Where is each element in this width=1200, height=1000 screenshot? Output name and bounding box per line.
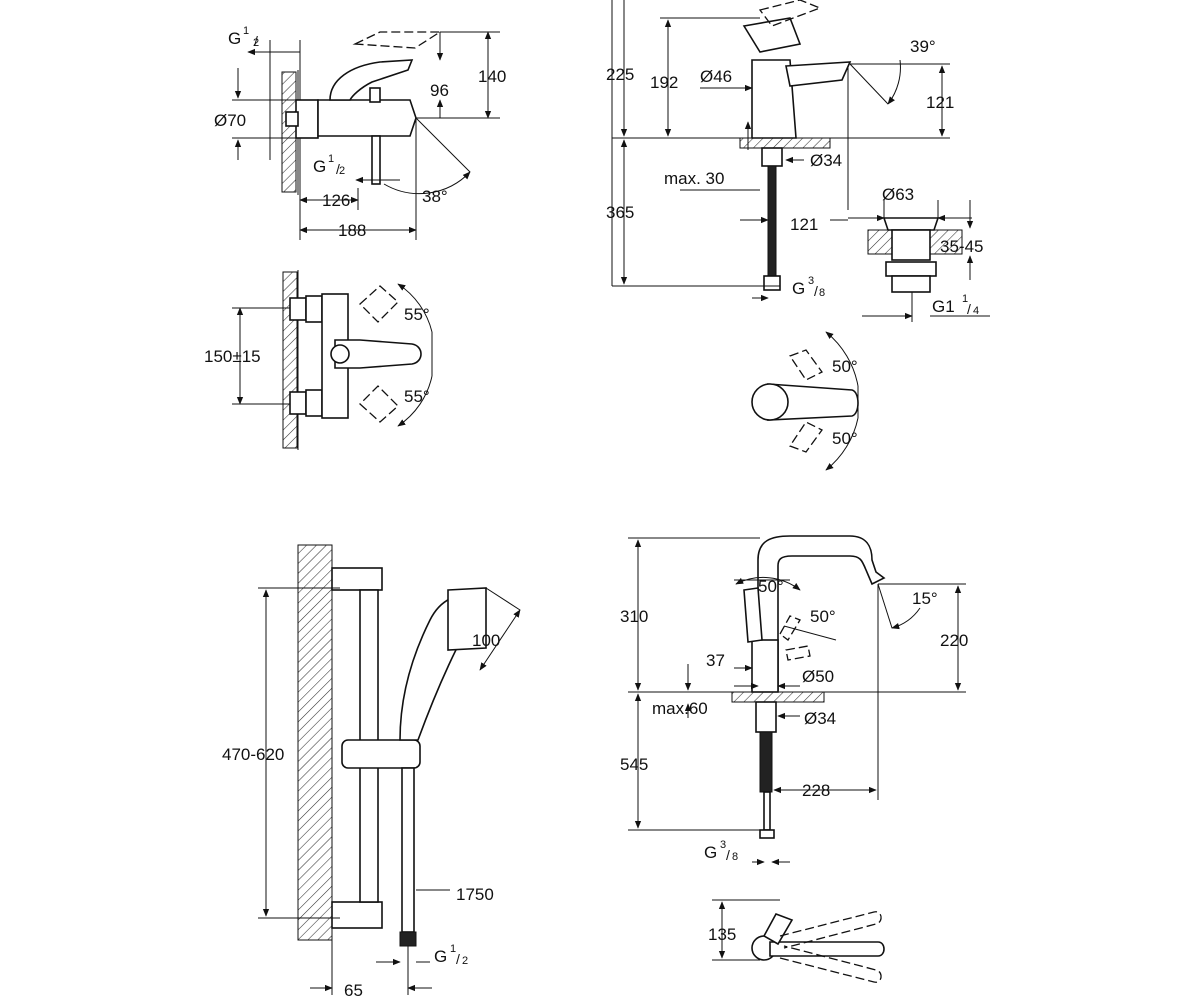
dim-spout-height: 121: [926, 93, 954, 112]
svg-text:/: /: [726, 847, 730, 863]
kitchen-hose: [759, 731, 773, 793]
dim-rail-range: 470-620: [222, 745, 284, 764]
svg-text:/: /: [967, 301, 971, 317]
thread-label-main: G: [228, 29, 241, 48]
dim-body-diameter: Ø46: [700, 67, 732, 86]
thread-label-sup: 1: [962, 293, 968, 305]
kitchen-mixer-top-view: 135: [708, 899, 885, 983]
basin-waste: Ø63 35-45 G1 1 4 /: [848, 185, 990, 322]
rail-bracket-bottom: [331, 901, 383, 929]
dim-spout: 96: [430, 81, 449, 100]
kitchen-mixer: 310 50° 50° 15° 220 37 Ø50 max.60 Ø34 54…: [620, 535, 968, 866]
thread-label-sub: 4: [973, 305, 979, 317]
dim-depth-total: 188: [338, 221, 366, 240]
dim-base-diameter: Ø50: [802, 667, 834, 686]
dim-total-height: 310: [620, 607, 648, 626]
slider: [341, 739, 421, 769]
thread-label-sup: 1: [328, 153, 334, 165]
dim-total-height: 225: [606, 65, 634, 84]
mixer-lever-top: [334, 339, 422, 369]
dim-rosette-diameter: Ø70: [214, 111, 246, 130]
bath-mixer-top-view: 150±15 55° 55°: [204, 270, 433, 450]
kitchen-body: [751, 639, 779, 693]
thread-label-sup: 1: [243, 25, 249, 37]
supply-hose: [767, 165, 777, 277]
angle-lever-2: 50°: [810, 607, 836, 626]
thread-label-sub: 2: [462, 955, 468, 967]
thread-label-main: G: [313, 157, 326, 176]
dim-depth-inner: 126: [322, 191, 350, 210]
dim-body-height: 192: [650, 73, 678, 92]
dim-waste-diameter: Ø63: [882, 185, 914, 204]
svg-text:/: /: [336, 161, 340, 177]
thread-label-sub: 2: [339, 165, 345, 177]
dim-top-view: 135: [708, 925, 736, 944]
shower-outlet: [371, 135, 381, 185]
basin-mixer-body: [751, 59, 797, 139]
waste-body: [891, 229, 931, 261]
kitchen-deck-section: [731, 691, 825, 703]
shower-wall: [297, 544, 333, 941]
thread-label-sup: 3: [720, 839, 726, 851]
svg-text:/: /: [814, 283, 818, 299]
wall-section: [281, 71, 297, 193]
basin-spout: [785, 61, 852, 87]
dim-max-deck: max.60: [652, 699, 708, 718]
angle-upper: 50°: [832, 357, 858, 376]
angle-upper: 55°: [404, 305, 430, 324]
basin-mixer-top-view: 50° 50°: [751, 331, 859, 471]
dim-hole-diameter: Ø34: [810, 151, 842, 170]
dim-head-diameter: 100: [472, 631, 500, 650]
dim-spout-angle: 39°: [910, 37, 936, 56]
thread-label-sub: 8: [819, 287, 825, 299]
dim-reach: 228: [802, 781, 830, 800]
dim-projection: 121: [790, 215, 818, 234]
thread-label-main: G: [792, 279, 805, 298]
thread-label-main: G: [434, 947, 447, 966]
dim-angle: 38°: [422, 187, 448, 206]
angle-lever-1: 50°: [758, 577, 784, 596]
dim-lever-offset: 37: [706, 651, 725, 670]
wall-connector: [295, 99, 319, 139]
shower-set: 470-620 100 1750 65 G 1 2 /: [222, 544, 521, 1000]
dim-waste-range: 35-45: [940, 237, 983, 256]
thread-label-sup: 3: [808, 275, 814, 287]
svg-text:/: /: [254, 33, 258, 49]
basin-deck-section: [739, 137, 831, 149]
bath-mixer-side-view: G 1 2 / 140 96 Ø70 G 1 2 / 38° 126 188: [214, 25, 506, 240]
basin-lever: [742, 17, 802, 53]
diverter-knob: [369, 87, 381, 103]
mixer-body: [317, 99, 417, 137]
dim-hose-length: 545: [620, 755, 648, 774]
dim-spout-height: 220: [940, 631, 968, 650]
thread-label-sub: 2: [253, 37, 259, 49]
thread-label-main: G: [704, 843, 717, 862]
waste-cap: [882, 217, 940, 231]
dim-hose-length: 1750: [456, 885, 494, 904]
rail-bracket-top: [331, 567, 383, 591]
dim-offset: 65: [344, 981, 363, 1000]
dim-max-deck: max. 30: [664, 169, 724, 188]
mixer-lever: [329, 59, 414, 101]
thread-label-main: G1: [932, 297, 955, 316]
basin-mixer-side-view: 225 192 Ø46 39° 121 Ø34 max. 30 365 121 …: [606, 0, 954, 302]
shower-hose: [401, 767, 415, 933]
angle-lower: 50°: [832, 429, 858, 448]
dim-hose-length: 365: [606, 203, 634, 222]
thread-label-sup: 1: [450, 943, 456, 955]
angle-lower: 55°: [404, 387, 430, 406]
thread-label-sub: 8: [732, 851, 738, 863]
kitchen-spout-top: [769, 941, 885, 957]
dim-centers: 150±15: [204, 347, 261, 366]
dim-hole-diameter: Ø34: [804, 709, 836, 728]
angle-spout: 15°: [912, 589, 938, 608]
dim-height: 140: [478, 67, 506, 86]
kitchen-lever: [743, 587, 763, 643]
svg-text:/: /: [456, 951, 460, 967]
